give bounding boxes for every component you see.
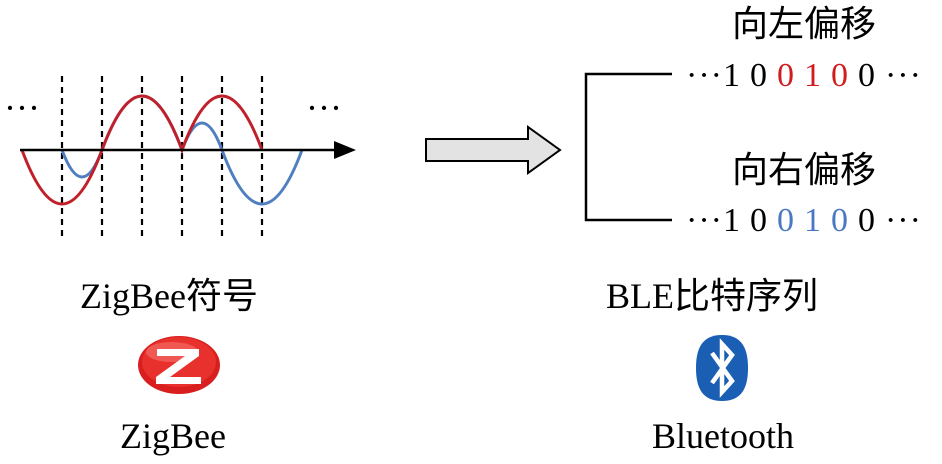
red-wave [20,94,264,206]
bit-highlighted: 0 [776,57,795,94]
bit-highlighted: 1 [803,202,822,239]
right-ellipsis: ··· [306,88,342,128]
bracket [584,72,672,222]
bit-highlighted: 1 [803,57,822,94]
right-shift-label: 向右偏移 [732,150,877,190]
bit: 1 [722,202,741,239]
zigbee-symbol-caption: ZigBee符号 [80,276,258,316]
row-suffix: ··· [884,57,922,94]
row-prefix: ··· [686,202,723,239]
bluetooth-logo-icon [696,335,748,401]
transform-arrow [425,125,562,175]
bit-highlighted: 0 [776,202,795,239]
left-ellipsis: ··· [4,88,40,128]
bit-highlighted: 0 [830,57,849,94]
bit: 0 [749,202,768,239]
bit-highlighted: 0 [830,202,849,239]
bit: 0 [857,202,876,239]
ble-bit-caption: BLE比特序列 [606,276,818,316]
left-shift-label: 向左偏移 [732,4,877,44]
bluetooth-logo-caption: Bluetooth [652,416,794,456]
bit: 0 [749,57,768,94]
row-suffix: ··· [884,202,922,239]
bit: 1 [722,57,741,94]
axis-arrowhead [334,141,356,159]
symbol-boundary-lines [60,76,264,238]
row-prefix: ··· [686,57,723,94]
zigbee-logo-caption: ZigBee [120,416,226,456]
bit: 0 [857,57,876,94]
zigbee-logo-icon [138,336,220,394]
